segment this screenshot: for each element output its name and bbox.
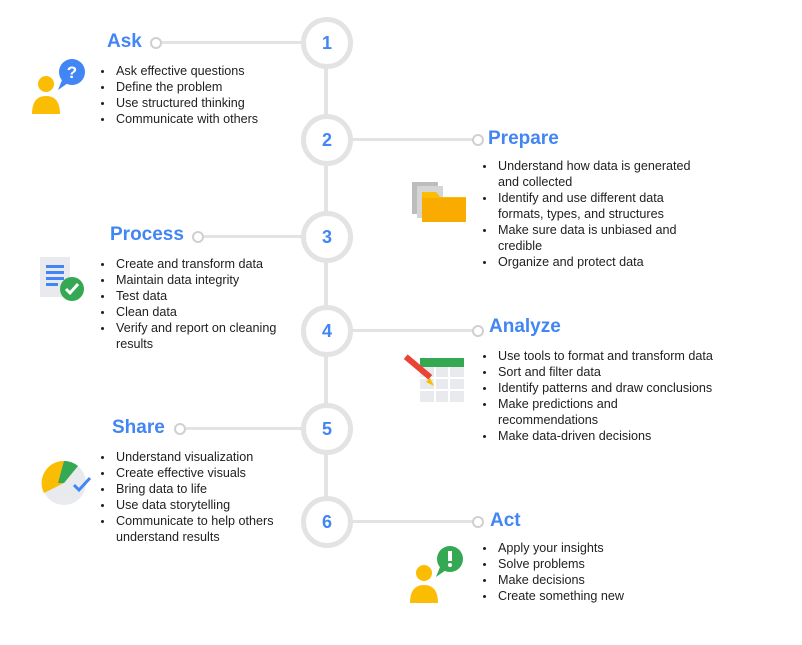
list-item: Understand how data is generated and col… — [496, 158, 706, 190]
step-number-6: 6 — [321, 511, 332, 532]
step-title-analyze: Analyze — [489, 316, 561, 337]
list-item: Define the problem — [114, 79, 314, 95]
step-number-4: 4 — [321, 320, 332, 341]
list-item: Understand visualization — [114, 449, 314, 465]
step-title-process: Process — [110, 224, 184, 245]
step-number-5: 5 — [321, 418, 332, 439]
list-item: Identify and use different data formats,… — [496, 190, 706, 222]
connector-2 — [346, 138, 476, 141]
step-title-share: Share — [112, 417, 165, 438]
connector-dot-2 — [472, 134, 484, 146]
list-item: Test data — [114, 288, 314, 304]
list-item: Sort and filter data — [496, 364, 716, 380]
connector-dot-1 — [150, 37, 162, 49]
step-node-3: 3 — [301, 211, 353, 263]
list-item: Solve problems — [496, 556, 706, 572]
step-title-ask: Ask — [107, 31, 142, 52]
list-item: Verify and report on cleaning results — [114, 320, 314, 352]
list-item: Create and transform data — [114, 256, 314, 272]
step-node-5: 5 — [301, 403, 353, 455]
timeline-spine — [324, 42, 328, 522]
list-item: Bring data to life — [114, 481, 314, 497]
step-node-2: 2 — [301, 114, 353, 166]
list-item: Clean data — [114, 304, 314, 320]
svg-text:?: ? — [67, 63, 77, 82]
step-number-1: 1 — [321, 32, 332, 53]
connector-5 — [182, 427, 306, 430]
person-question-icon: ? — [32, 59, 85, 114]
step-list-prepare: Understand how data is generated and col… — [481, 158, 706, 270]
list-item: Use structured thinking — [114, 95, 314, 111]
connector-3 — [200, 235, 306, 238]
step-list-process: Create and transform data Maintain data … — [99, 256, 314, 352]
step-number-3: 3 — [321, 226, 332, 247]
step-list-ask: Ask effective questions Define the probl… — [99, 63, 314, 127]
list-item: Organize and protect data — [496, 254, 706, 270]
step-list-analyze: Use tools to format and transform data S… — [481, 348, 716, 444]
connector-4 — [346, 329, 476, 332]
list-item: Make sure data is unbiased and credible — [496, 222, 706, 254]
connector-dot-4 — [472, 325, 484, 337]
pie-chart-check-icon — [41, 460, 92, 505]
list-item: Apply your insights — [496, 540, 706, 556]
person-exclamation-icon — [410, 546, 463, 603]
connector-dot-5 — [174, 423, 186, 435]
step-node-6: 6 — [301, 496, 353, 548]
list-item: Use data storytelling — [114, 497, 314, 513]
document-check-icon — [40, 257, 84, 301]
connector-dot-6 — [472, 516, 484, 528]
connector-6 — [346, 520, 476, 523]
step-title-act: Act — [490, 510, 521, 531]
step-title-prepare: Prepare — [488, 128, 559, 149]
spreadsheet-pencil-icon — [403, 354, 464, 402]
list-item: Make decisions — [496, 572, 706, 588]
list-item: Maintain data integrity — [114, 272, 314, 288]
folder-files-icon — [412, 182, 466, 222]
list-item: Create effective visuals — [114, 465, 314, 481]
list-item: Communicate with others — [114, 111, 314, 127]
list-item: Create something new — [496, 588, 706, 604]
list-item: Communicate to help others understand re… — [114, 513, 314, 545]
list-item: Ask effective questions — [114, 63, 314, 79]
step-node-1: 1 — [301, 17, 353, 69]
step-number-2: 2 — [321, 129, 332, 150]
list-item: Use tools to format and transform data — [496, 348, 716, 364]
connector-dot-3 — [192, 231, 204, 243]
list-item: Identify patterns and draw conclusions — [496, 380, 716, 396]
list-item: Make data-driven decisions — [496, 428, 716, 444]
list-item: Make predictions and recommendations — [496, 396, 716, 428]
connector-1 — [160, 41, 306, 44]
step-list-share: Understand visualization Create effectiv… — [99, 449, 314, 545]
step-node-4: 4 — [301, 305, 353, 357]
step-list-act: Apply your insights Solve problems Make … — [481, 540, 706, 604]
